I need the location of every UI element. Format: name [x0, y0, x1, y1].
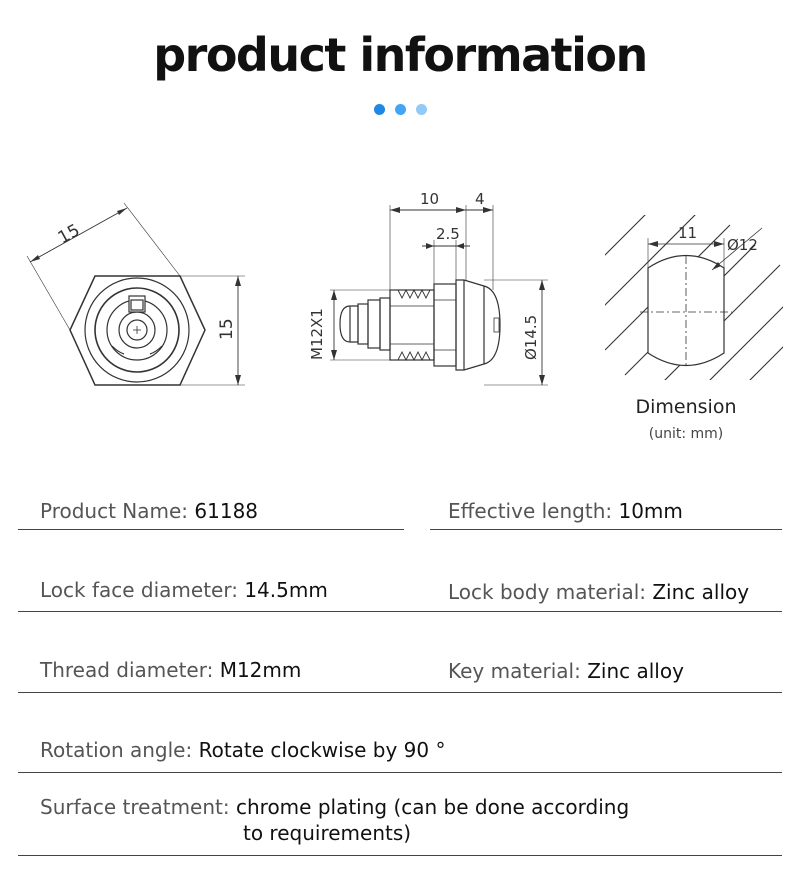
- cutout-dim-dia: Ø12: [727, 236, 758, 254]
- side-dim-2-5: 2.5: [436, 225, 460, 243]
- spec-label: Lock face diameter:: [40, 578, 238, 602]
- spec-face-diameter: Lock face diameter: 14.5mm: [40, 577, 328, 603]
- spec-surface-treatment-cont: to requirements): [243, 820, 411, 846]
- divider: [18, 529, 404, 530]
- dot-1: [373, 104, 385, 115]
- spec-label: Product Name:: [40, 499, 189, 523]
- spec-rotation-angle: Rotation angle: Rotate clockwise by 90 °: [40, 737, 446, 763]
- cutout-view-drawing: [605, 215, 783, 380]
- spec-value: 10mm: [618, 499, 683, 523]
- spec-effective-length: Effective length: 10mm: [448, 498, 683, 524]
- spec-value: Rotate clockwise by 90 °: [198, 738, 446, 762]
- page-title: product information: [153, 28, 648, 82]
- unit-label: (unit: mm): [648, 426, 724, 442]
- front-dim-right: 15: [217, 318, 237, 340]
- divider: [430, 529, 782, 530]
- side-dim-4: 4: [475, 190, 485, 208]
- dimension-label: Dimension: [635, 396, 737, 418]
- spec-thread-diameter: Thread diameter: M12mm: [40, 657, 301, 683]
- spec-label: Rotation angle:: [40, 738, 193, 762]
- spec-surface-treatment: Surface treatment: chrome plating (can b…: [40, 794, 629, 820]
- side-dim-10: 10: [420, 190, 439, 208]
- side-dim-face: Ø14.5: [522, 315, 540, 360]
- spec-value: chrome plating (can be done according: [235, 795, 630, 819]
- spec-product-name: Product Name: 61188: [40, 498, 258, 524]
- side-view-drawing: [330, 205, 548, 386]
- divider: [18, 855, 782, 856]
- front-view-drawing: [26, 202, 245, 386]
- spec-value: Zinc alloy: [652, 580, 750, 604]
- spec-label: Surface treatment:: [40, 795, 230, 819]
- spec-value: to requirements): [243, 821, 412, 845]
- cutout-dim-width: 11: [678, 224, 697, 242]
- title-dots: [0, 104, 800, 115]
- spec-label: Lock body material:: [448, 580, 646, 604]
- spec-label: Key material:: [448, 659, 581, 683]
- side-dim-thread: M12X1: [308, 308, 326, 360]
- spec-value: 14.5mm: [244, 578, 328, 602]
- dot-3: [415, 104, 427, 115]
- spec-value: 61188: [194, 499, 259, 523]
- technical-drawings: 15 15: [26, 190, 783, 386]
- spec-key-material: Key material: Zinc alloy: [448, 658, 684, 684]
- divider: [18, 611, 782, 612]
- spec-value: M12mm: [219, 658, 302, 682]
- spec-label: Effective length:: [448, 499, 613, 523]
- front-dim-top: 15: [55, 220, 84, 248]
- divider: [18, 772, 782, 773]
- divider: [18, 692, 782, 693]
- spec-value: Zinc alloy: [587, 659, 684, 683]
- dot-2: [394, 104, 406, 115]
- spec-label: Thread diameter:: [40, 658, 214, 682]
- spec-body-material: Lock body material: Zinc alloy: [448, 579, 749, 605]
